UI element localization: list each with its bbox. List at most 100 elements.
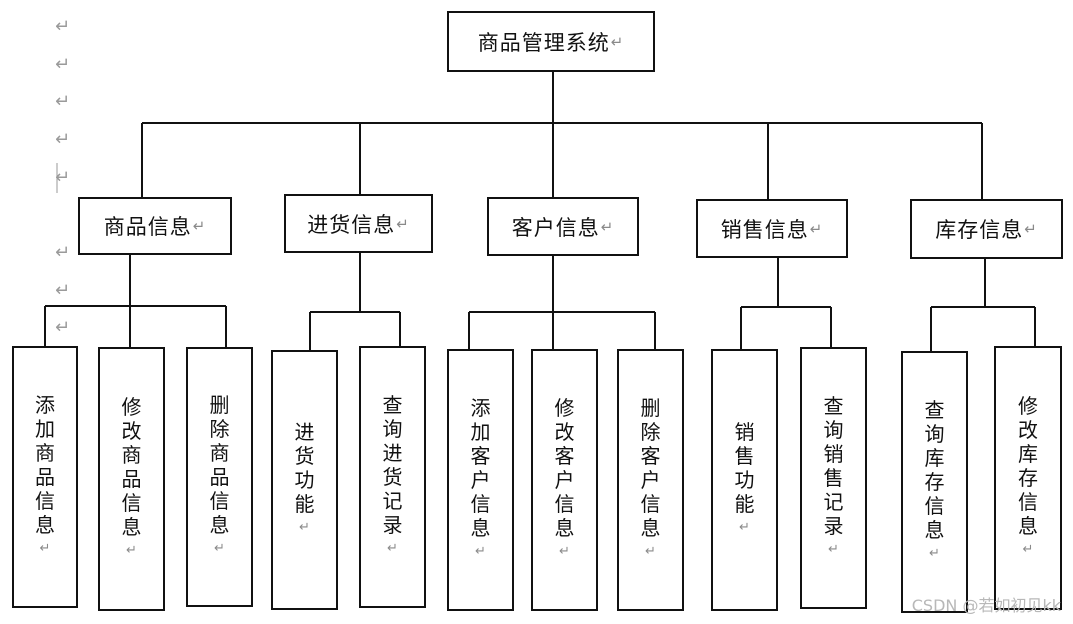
leaf-char: 信 <box>209 489 230 513</box>
return-mark: ↵ <box>1024 220 1038 238</box>
watermark: CSDN @若如初见kk <box>911 596 1061 615</box>
return-mark: ↵ <box>739 520 750 535</box>
return-mark: ↵ <box>828 542 839 557</box>
leaf-char: 信 <box>554 492 575 516</box>
leaf-char: 货 <box>294 444 315 468</box>
leaf-char: 息 <box>121 515 142 539</box>
leaf-node: 删除客户信息↵ <box>617 349 684 611</box>
leaf-char: 品 <box>121 467 142 491</box>
leaf-char: 销 <box>823 442 844 466</box>
leaf-char: 记 <box>382 489 403 513</box>
return-mark: ↵ <box>600 217 615 236</box>
leaf-char: 修 <box>554 396 575 420</box>
leaf-char: 存 <box>924 470 945 494</box>
leaf-char: 加 <box>470 420 491 444</box>
leaf-char: 改 <box>121 419 142 443</box>
leaf-char: 销 <box>734 420 755 444</box>
return-mark: ↵ <box>396 214 410 233</box>
leaf-char: 询 <box>382 417 403 441</box>
leaf-char: 商 <box>209 441 230 465</box>
leaf-char: 售 <box>823 466 844 490</box>
category-node: 进货信息↵ <box>284 194 433 253</box>
category-node: 库存信息↵ <box>910 199 1063 259</box>
leaf-char: 息 <box>209 513 230 537</box>
return-mark: ↵ <box>299 520 310 535</box>
leaf-char: 添 <box>470 396 491 420</box>
leaf-char: 查 <box>924 398 945 422</box>
leaf-char: 除 <box>640 420 661 444</box>
leaf-char: 功 <box>734 468 755 492</box>
return-mark: ↵ <box>610 32 625 51</box>
return-mark: ↵ <box>55 280 71 301</box>
leaf-char: 询 <box>823 418 844 442</box>
return-mark: ↵ <box>1022 542 1034 557</box>
return-mark: ↵ <box>387 541 398 556</box>
leaf-char: 客 <box>554 444 575 468</box>
leaf-char: 修 <box>121 395 142 419</box>
leaf-char: 录 <box>823 514 844 538</box>
leaf-char: 客 <box>640 444 661 468</box>
leaf-char: 改 <box>554 420 575 444</box>
category-node: 商品信息↵ <box>78 197 232 255</box>
leaf-char: 息 <box>554 516 575 540</box>
leaf-char: 除 <box>209 417 230 441</box>
category-node: 客户信息↵ <box>487 197 639 256</box>
leaf-node: 查询销售记录↵ <box>800 347 867 609</box>
leaf-char: 删 <box>209 393 230 417</box>
leaf-node: 查询进货记录↵ <box>359 346 426 608</box>
leaf-char: 信 <box>121 491 142 515</box>
leaf-char: 存 <box>1018 466 1038 490</box>
leaf-char: 删 <box>640 396 661 420</box>
leaf-char: 息 <box>1018 514 1038 538</box>
leaf-char: 修 <box>1018 394 1038 418</box>
return-mark: ↵ <box>55 317 71 338</box>
return-mark: ↵ <box>929 546 940 561</box>
leaf-char: 查 <box>823 394 844 418</box>
leaf-node: 修改库存信息↵ <box>994 346 1062 610</box>
leaf-label: 查询销售记录↵ <box>824 394 844 562</box>
leaf-char: 品 <box>209 465 230 489</box>
leaf-label: 删除商品信息 ↵ <box>210 393 230 561</box>
category-label: 客户信息 <box>511 215 600 240</box>
leaf-label: 查询进货记录↵ <box>383 393 403 561</box>
leaf-node: 添加商品信息↵ <box>12 346 78 608</box>
leaf-label: 添加客户信息↵ <box>471 396 491 564</box>
return-mark: ↵ <box>55 242 71 263</box>
leaf-char: 能 <box>294 492 315 516</box>
category-label: 销售信息 <box>720 217 809 242</box>
root-label: 商品管理系统 <box>477 30 610 55</box>
leaf-label: 修改客户信息↵ <box>555 396 575 564</box>
leaf-char: 询 <box>924 422 945 446</box>
leaf-char: 售 <box>734 444 755 468</box>
leaf-char: 功 <box>294 468 315 492</box>
return-mark: ↵ <box>55 91 71 112</box>
leaf-char: 品 <box>35 465 55 489</box>
category-label: 库存信息 <box>935 218 1024 242</box>
root-node: 商品管理系统↵ <box>447 11 655 72</box>
leaf-node: 查询库存信息↵ <box>901 351 968 613</box>
leaf-char: 客 <box>470 444 491 468</box>
return-mark: ↵ <box>214 541 225 556</box>
leaf-char: 户 <box>640 468 661 492</box>
leaf-node: 删除商品信息 ↵ <box>186 347 253 607</box>
leaf-char: 户 <box>554 468 575 492</box>
leaf-label: 修改库存信息↵ <box>1018 394 1038 562</box>
leaf-node: 修改商品信息↵ <box>98 347 165 611</box>
leaf-char: 商 <box>121 443 142 467</box>
return-mark: ↵ <box>809 219 824 238</box>
leaf-char: 添 <box>35 393 55 417</box>
leaf-char: 信 <box>924 494 945 518</box>
return-mark: ↵ <box>192 217 207 235</box>
leaf-char: 信 <box>35 489 55 513</box>
leaf-label: 删除客户信息↵ <box>641 396 661 564</box>
leaf-node: 修改客户信息↵ <box>531 349 598 611</box>
leaf-char: 查 <box>382 393 403 417</box>
leaf-node: 销售功能↵ <box>711 349 778 611</box>
return-mark: ↵ <box>55 54 71 75</box>
leaf-label: 添加商品信息↵ <box>35 393 55 561</box>
category-label: 商品信息 <box>103 215 192 239</box>
leaf-char: 进 <box>294 420 315 444</box>
leaf-node: 进货功能 ↵ <box>271 350 338 610</box>
